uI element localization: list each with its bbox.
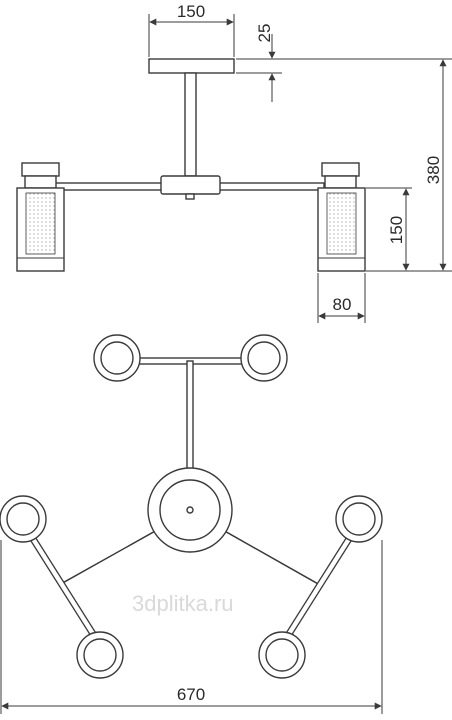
dim-canopy-width: 150 <box>148 2 235 57</box>
left-lamp <box>16 162 65 272</box>
ring-bottom-left <box>76 631 124 679</box>
dim-canopy-height: 25 <box>236 24 282 102</box>
top-view: 670 <box>0 334 383 714</box>
canopy <box>148 58 235 74</box>
right-lamp <box>317 162 366 272</box>
dim-shade-width: 80 <box>317 273 366 323</box>
ring-mid-right <box>335 495 383 543</box>
stem <box>184 72 197 177</box>
dim-canopy-height-label: 25 <box>255 24 274 43</box>
dim-total-height: 380 <box>282 58 452 272</box>
ring-bottom-right <box>258 631 306 679</box>
dim-shade-height: 150 <box>366 187 412 271</box>
ring-mid-left <box>0 495 47 543</box>
hub-screw <box>185 193 195 200</box>
dim-shade-height-label: 150 <box>387 216 406 244</box>
hub <box>160 175 221 195</box>
ring-top-right <box>240 334 288 382</box>
ring-top-left <box>93 334 141 382</box>
dim-canopy-width-label: 150 <box>177 2 205 21</box>
dim-total-width-label: 670 <box>177 685 205 704</box>
dim-shade-width-label: 80 <box>333 295 352 314</box>
dim-total-width: 670 <box>0 540 383 714</box>
watermark: 3dplitka.ru <box>132 591 234 616</box>
top-stem <box>186 360 194 478</box>
dim-total-height-label: 380 <box>424 156 443 184</box>
side-view: 150 25 380 150 80 <box>16 2 452 323</box>
top-hub-center <box>186 506 194 514</box>
